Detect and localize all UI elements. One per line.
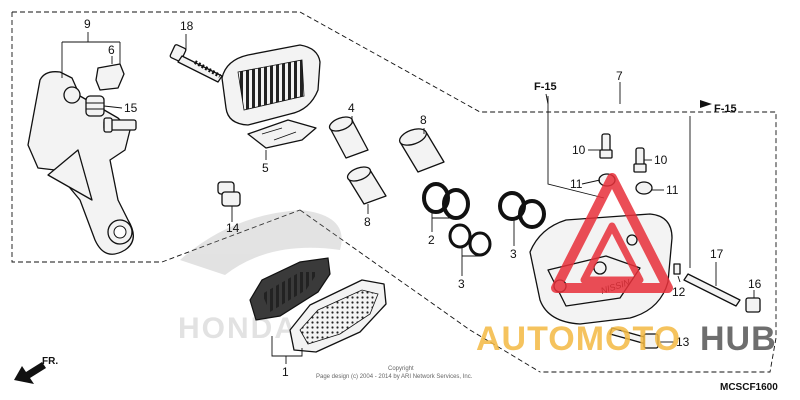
part-top-brake-pad[interactable] xyxy=(221,44,321,126)
leader-lines xyxy=(61,32,755,364)
callout-15: 15 xyxy=(124,101,138,115)
part-caliper-pin[interactable] xyxy=(683,273,741,307)
callout-16: 16 xyxy=(748,277,762,291)
callout-8-top: 8 xyxy=(420,113,427,127)
part-pad-spring-clip[interactable] xyxy=(95,63,125,91)
ref-arrow-right-icon xyxy=(700,100,712,108)
part-bracket-pin[interactable] xyxy=(103,117,137,133)
part-piston-seal-b[interactable] xyxy=(498,191,546,229)
callout-2: 2 xyxy=(428,233,435,247)
callout-17: 17 xyxy=(710,247,724,261)
diagram-code: MCSCF1600 xyxy=(720,382,778,393)
watermark-text-primary: AUTOMOTO xyxy=(476,320,681,358)
callout-3-right: 3 xyxy=(510,247,517,261)
watermark-text-secondary: HUB xyxy=(700,320,777,358)
callout-10-left: 10 xyxy=(572,143,586,157)
part-dust-seal-a[interactable] xyxy=(448,223,492,257)
part-caliper-body[interactable]: NISSIN xyxy=(529,213,673,325)
callout-13: 13 xyxy=(676,335,690,349)
part-brake-pad-set[interactable] xyxy=(249,257,387,353)
part-bleeder-valve-left[interactable] xyxy=(599,133,613,159)
part-small-bolt[interactable] xyxy=(673,263,681,275)
copyright-line: Page design (c) 2004 - 2014 by ARI Netwo… xyxy=(316,374,473,380)
automotohub-watermark: AUTOMOTO HUB xyxy=(476,173,777,358)
honda-logo-background: HONDA xyxy=(178,210,342,345)
assembly-border xyxy=(11,11,777,373)
part-piston-small[interactable] xyxy=(328,114,369,159)
part-pad-pin-bolt[interactable] xyxy=(169,44,223,83)
part-caliper-bracket[interactable] xyxy=(27,71,134,255)
callout-4: 4 xyxy=(348,101,355,115)
copyright-title: Copyright xyxy=(388,366,414,372)
part-bleeder-valve-right[interactable] xyxy=(633,147,647,173)
front-arrow-icon xyxy=(14,362,46,384)
callout-12: 12 xyxy=(672,285,686,299)
callout-6: 6 xyxy=(108,43,115,57)
ref-arrow-left xyxy=(545,93,549,105)
callout-5: 5 xyxy=(262,161,269,175)
callout-10-right: 10 xyxy=(654,153,668,167)
watermark-triangle-icon xyxy=(551,173,673,293)
part-boot[interactable] xyxy=(85,95,105,117)
part-pin-plug[interactable] xyxy=(745,297,761,313)
callout-18: 18 xyxy=(180,19,194,33)
part-piston-large[interactable] xyxy=(397,126,445,173)
callout-8-bottom: 8 xyxy=(364,215,371,229)
part-pad-spring[interactable] xyxy=(247,119,317,149)
part-bleeder-plug[interactable] xyxy=(217,181,241,207)
callout-9: 9 xyxy=(84,17,91,31)
part-mounting-bolt[interactable] xyxy=(609,327,659,349)
honda-logo-text: HONDA xyxy=(178,312,298,345)
reference-f15-right[interactable]: F-15 xyxy=(714,103,737,115)
part-piston-lower[interactable] xyxy=(346,164,387,205)
reference-f15-left[interactable]: F-15 xyxy=(534,81,557,93)
front-direction-indicator: FR. xyxy=(14,356,58,384)
callout-11-left: 11 xyxy=(570,177,583,191)
callout-11-right: 11 xyxy=(666,183,679,197)
callout-3-left: 3 xyxy=(458,277,465,291)
part-piston-seal-a[interactable] xyxy=(422,182,470,220)
part-bleeder-cap-right[interactable] xyxy=(635,181,653,195)
callout-1: 1 xyxy=(282,365,289,379)
front-direction-label: FR. xyxy=(42,356,58,367)
callout-7: 7 xyxy=(616,69,623,83)
callout-14: 14 xyxy=(226,221,240,235)
callout-labels: 9 6 15 18 4 8 5 14 8 2 3 3 7 10 10 11 11… xyxy=(84,17,762,379)
